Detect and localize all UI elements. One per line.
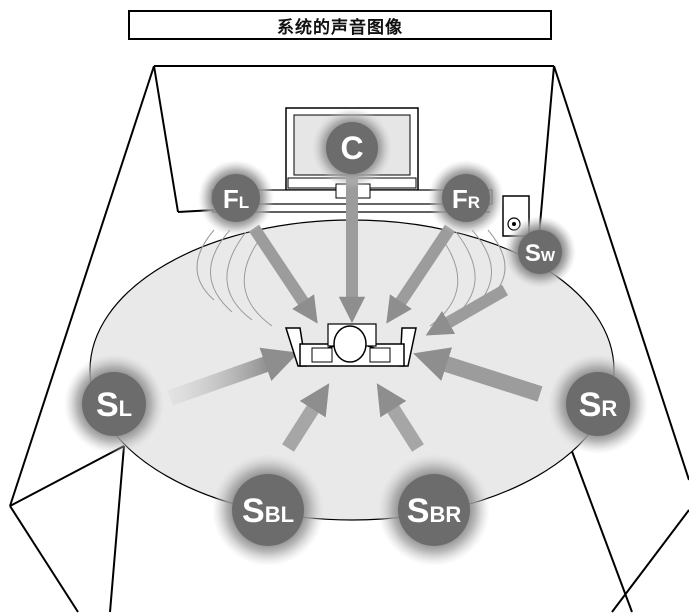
speaker-sbr-sub: BR [429, 502, 461, 527]
speaker-fl: FL [198, 160, 274, 236]
svg-text:FL: FL [223, 184, 249, 214]
front-left-sound-waves [196, 229, 273, 327]
speaker-sl-label: S [96, 386, 119, 424]
speaker-c: C [312, 108, 392, 188]
speaker-sl: SL [64, 354, 164, 454]
speaker-sbr-label: S [407, 492, 430, 530]
speaker-sr: SR [548, 354, 648, 454]
svg-text:SW: SW [525, 240, 556, 267]
speaker-fr-sub: R [468, 193, 480, 212]
speaker-sw: SW [504, 216, 576, 288]
diagram-title: 系统的声音图像 [128, 10, 552, 40]
arrow-surround-back-right [376, 383, 424, 452]
arrow-subwoofer [425, 284, 508, 336]
speaker-sw-label: S [525, 240, 541, 267]
speaker-sbl-label: S [242, 492, 265, 530]
speaker-fl-sub: L [239, 193, 249, 212]
speaker-sbr: SBR [378, 454, 490, 566]
speaker-sbl: SBL [212, 454, 324, 566]
room-outline [9, 65, 689, 613]
arrow-surround-back-left [282, 383, 330, 452]
speaker-sw-sub: W [541, 248, 556, 265]
arrow-front-left [249, 224, 318, 324]
speaker-sr-label: S [579, 386, 602, 424]
svg-text:FR: FR [452, 184, 480, 214]
arrow-surround-right [413, 347, 543, 402]
arrow-surround-left [167, 347, 299, 406]
speaker-sbl-sub: BL [265, 502, 294, 527]
svg-text:C: C [340, 130, 363, 166]
speaker-sl-sub: L [119, 396, 132, 421]
speaker-c-label: C [340, 130, 363, 166]
svg-text:SBL: SBL [242, 492, 294, 530]
speaker-markers: C FL FR SW SL SR SBL [64, 108, 648, 566]
speaker-fr: FR [428, 160, 504, 236]
svg-text:SL: SL [96, 386, 132, 424]
speaker-fr-label: F [452, 184, 468, 214]
speaker-sr-sub: R [601, 396, 617, 421]
arrow-front-right [386, 224, 455, 324]
sound-arrows [167, 175, 543, 452]
listener [311, 325, 391, 363]
svg-text:SR: SR [579, 386, 618, 424]
speaker-fl-label: F [223, 184, 239, 214]
svg-text:SBR: SBR [407, 492, 462, 530]
